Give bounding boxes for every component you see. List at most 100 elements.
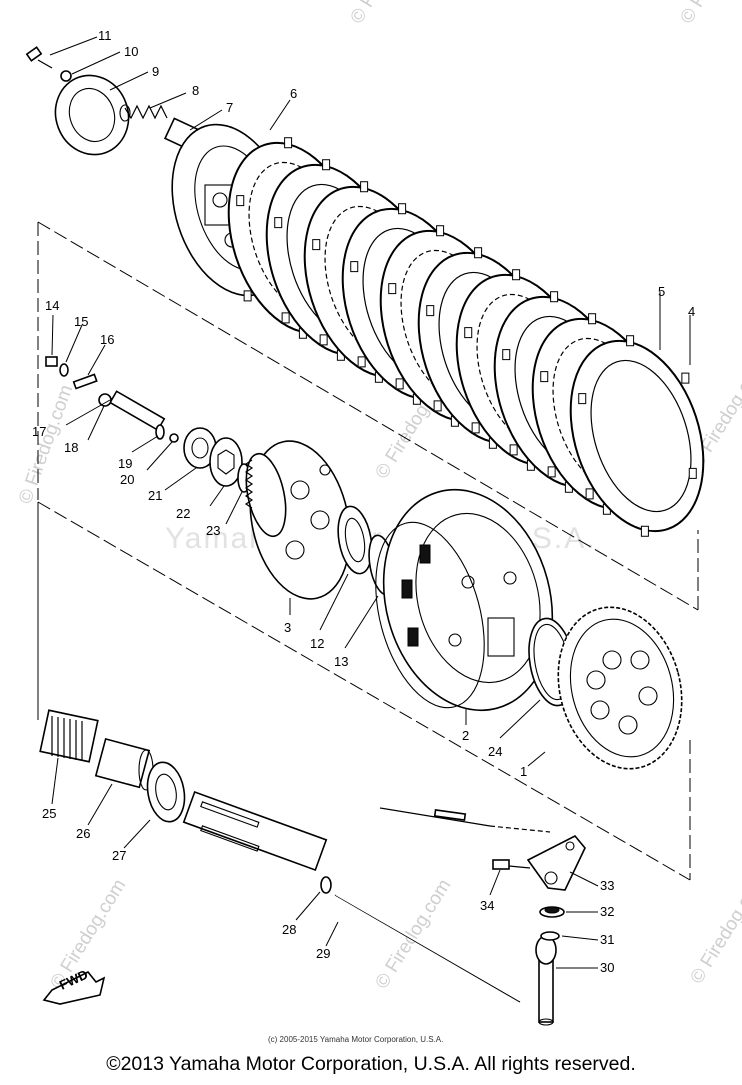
o-ring-19	[155, 424, 165, 440]
primary-gear-1	[557, 606, 683, 770]
lock-washer-22	[209, 437, 243, 487]
plate-tab	[474, 247, 483, 259]
callout-21: 21	[148, 488, 162, 503]
main-axle	[182, 790, 328, 872]
plate-tab	[433, 400, 442, 412]
plate-tab	[681, 372, 690, 384]
push-rod-29	[334, 892, 521, 1003]
callout-23: 23	[206, 523, 220, 538]
callout-11: 11	[98, 28, 112, 43]
cable-end	[379, 807, 551, 833]
plate-tab	[281, 312, 290, 324]
oil-seal-32	[539, 906, 565, 918]
plate-tab	[236, 195, 245, 207]
plate-tab	[322, 159, 331, 171]
plate-tab	[471, 422, 480, 434]
plate-tab	[502, 349, 511, 361]
assembly-lines	[37, 221, 699, 881]
washer-10	[60, 70, 72, 82]
callout-5: 5	[658, 284, 665, 299]
callout-13: 13	[334, 654, 348, 669]
callout-9: 9	[152, 64, 159, 79]
callout-32: 32	[600, 904, 614, 919]
callout-4: 4	[688, 304, 695, 319]
callout-17: 17	[32, 424, 46, 439]
callout-19: 19	[118, 456, 132, 471]
callout-2: 2	[462, 728, 469, 743]
plate-tab	[395, 378, 404, 390]
callout-8: 8	[192, 83, 199, 98]
nut-14	[45, 356, 58, 367]
clutch-spring-8	[119, 104, 168, 122]
watermark-brand: © Firedog.com	[371, 876, 455, 993]
thrust-washer-12	[337, 505, 373, 575]
callout-6: 6	[290, 86, 297, 101]
callout-12: 12	[310, 636, 324, 651]
plate-tab	[509, 444, 518, 456]
needle-bearing-25	[39, 709, 99, 763]
plate-tab	[626, 335, 635, 347]
callout-15: 15	[74, 314, 88, 329]
push-lever-shaft-30	[535, 935, 557, 1026]
clutch-plate	[569, 339, 705, 533]
callout-31: 31	[600, 932, 614, 947]
o-ring-28	[320, 876, 332, 894]
plate-tab	[547, 466, 556, 478]
watermark-brand: © Firedog.com	[676, 0, 742, 28]
plate-tab	[426, 305, 435, 317]
callout-7: 7	[226, 100, 233, 115]
o-ring-31	[540, 931, 560, 941]
plate-tab	[357, 356, 366, 368]
callout-10: 10	[124, 44, 138, 59]
ball-20	[169, 433, 179, 443]
plate-tab	[464, 327, 473, 339]
plate-tab	[243, 290, 252, 302]
callout-24: 24	[488, 744, 502, 759]
callout-26: 26	[76, 826, 90, 841]
callout-labels: 11 10 9 8 7 6 5 4 14 15 16 17 18 19 20 2…	[32, 28, 695, 975]
plate-tab	[512, 269, 521, 281]
lever-33	[526, 834, 586, 891]
callout-33: 33	[600, 878, 614, 893]
copyright-footer: ©2013 Yamaha Motor Corporation, U.S.A. A…	[106, 1053, 636, 1075]
plate-tab	[436, 225, 445, 237]
callout-22: 22	[176, 506, 190, 521]
clutch-boss-3	[244, 440, 351, 600]
plate-tab	[688, 467, 697, 479]
callout-25: 25	[42, 806, 56, 821]
push-rod-17	[109, 390, 166, 432]
plate-tab	[398, 203, 407, 215]
bolt-11	[25, 46, 53, 69]
plate-tab	[588, 313, 597, 325]
washer-15	[59, 363, 69, 377]
callout-27: 27	[112, 848, 126, 863]
callout-34: 34	[480, 898, 494, 913]
plate-tab	[319, 334, 328, 346]
plate-tab	[360, 181, 369, 193]
clutch-plate-stack	[227, 137, 705, 537]
callout-1: 1	[520, 764, 527, 779]
plate-tab	[284, 137, 293, 149]
callout-14: 14	[45, 298, 59, 313]
callout-3: 3	[284, 620, 291, 635]
callout-16: 16	[100, 332, 114, 347]
plate-tab	[312, 239, 321, 251]
plate-tab	[640, 525, 649, 537]
plate-tab	[585, 488, 594, 500]
callout-18: 18	[64, 440, 78, 455]
watermark-brand: © Firedog.com	[686, 871, 742, 988]
bolt-34	[492, 859, 531, 870]
callout-20: 20	[120, 472, 134, 487]
watermark-brand: © Firedog.com	[346, 0, 430, 28]
plate-tab	[550, 291, 559, 303]
spring-plate-9	[54, 74, 130, 156]
callout-28: 28	[282, 922, 296, 937]
plate-tab	[388, 283, 397, 295]
plate-tab	[578, 393, 587, 405]
callout-30: 30	[600, 960, 614, 975]
clutch-housing-2	[375, 488, 554, 712]
plate-tab	[274, 217, 283, 229]
adjust-screw-16	[72, 373, 98, 390]
thrust-washer-27	[146, 761, 186, 823]
